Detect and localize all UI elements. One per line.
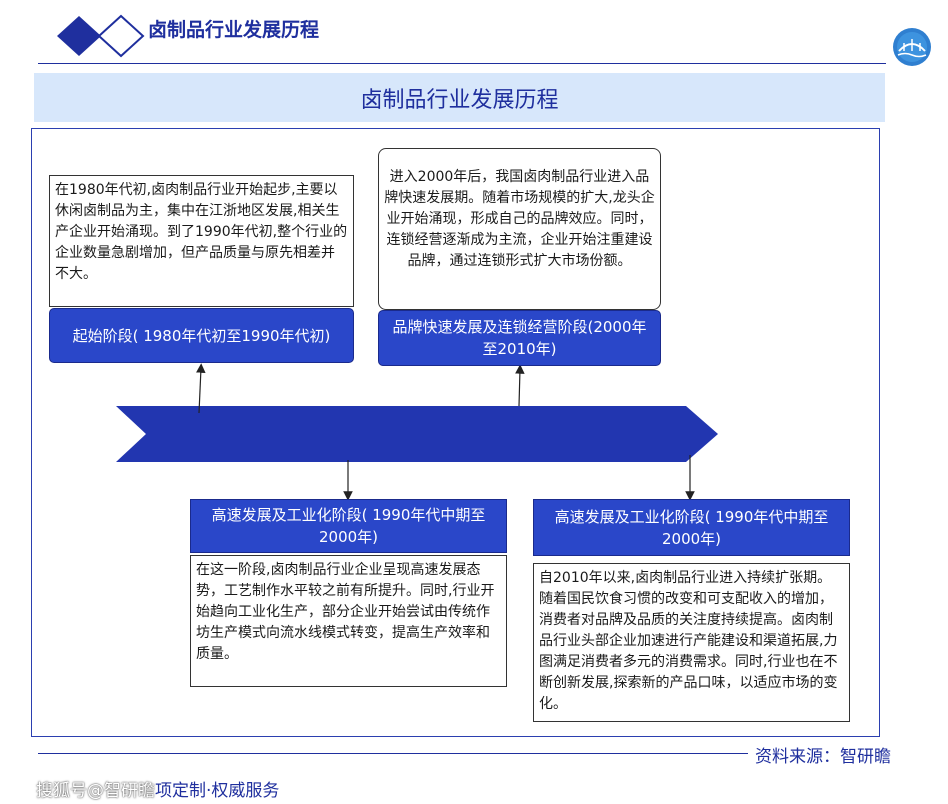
timeline-arrow <box>116 406 718 462</box>
stage-1-description: 在1980年代初,卤肉制品行业开始起步,主要以休闲卤制品为主，集中在江浙地区发展… <box>49 175 354 307</box>
double-diamond-icon <box>57 14 145 58</box>
footer-divider <box>38 753 748 754</box>
connector-arrow-3 <box>515 364 525 407</box>
timeline-frame <box>31 128 880 737</box>
bridge-logo-icon <box>893 28 931 66</box>
stage-2-label: 高速发展及工业化阶段( 1990年代中期至2000年) <box>190 499 507 553</box>
stage-4-label: 高速发展及工业化阶段( 1990年代中期至2000年) <box>533 499 850 556</box>
stage-3-label: 品牌快速发展及连锁经营阶段(2000年至2010年) <box>378 310 661 366</box>
stage-4-description: 自2010年以来,卤肉制品行业进入持续扩张期。随着国民饮食习惯的改变和可支配收入… <box>533 563 850 722</box>
page-title: 卤制品行业发展历程 <box>148 19 320 41</box>
watermark: 搜狐号@智研瞻项定制·权威服务 <box>36 776 279 801</box>
header-divider <box>38 63 886 64</box>
stage-2-description: 在这一阶段,卤肉制品行业企业呈现高速发展态势，工艺制作水平较之前有所提升。同时,… <box>190 555 507 687</box>
connector-arrow-1 <box>195 363 206 414</box>
watermark-prefix: 搜狐号@智研瞻 <box>36 781 155 801</box>
banner-title: 卤制品行业发展历程 <box>360 87 559 113</box>
stage-1-label: 起始阶段( 1980年代初至1990年代初) <box>49 308 354 363</box>
section-banner: 卤制品行业发展历程 <box>34 73 885 122</box>
stage-3-description: 进入2000年后，我国卤肉制品行业进入品牌快速发展期。随着市场规模的扩大,龙头企… <box>378 148 661 310</box>
source-note: 资料来源：智研瞻 <box>755 747 891 767</box>
watermark-suffix: 项定制·权威服务 <box>155 781 280 801</box>
